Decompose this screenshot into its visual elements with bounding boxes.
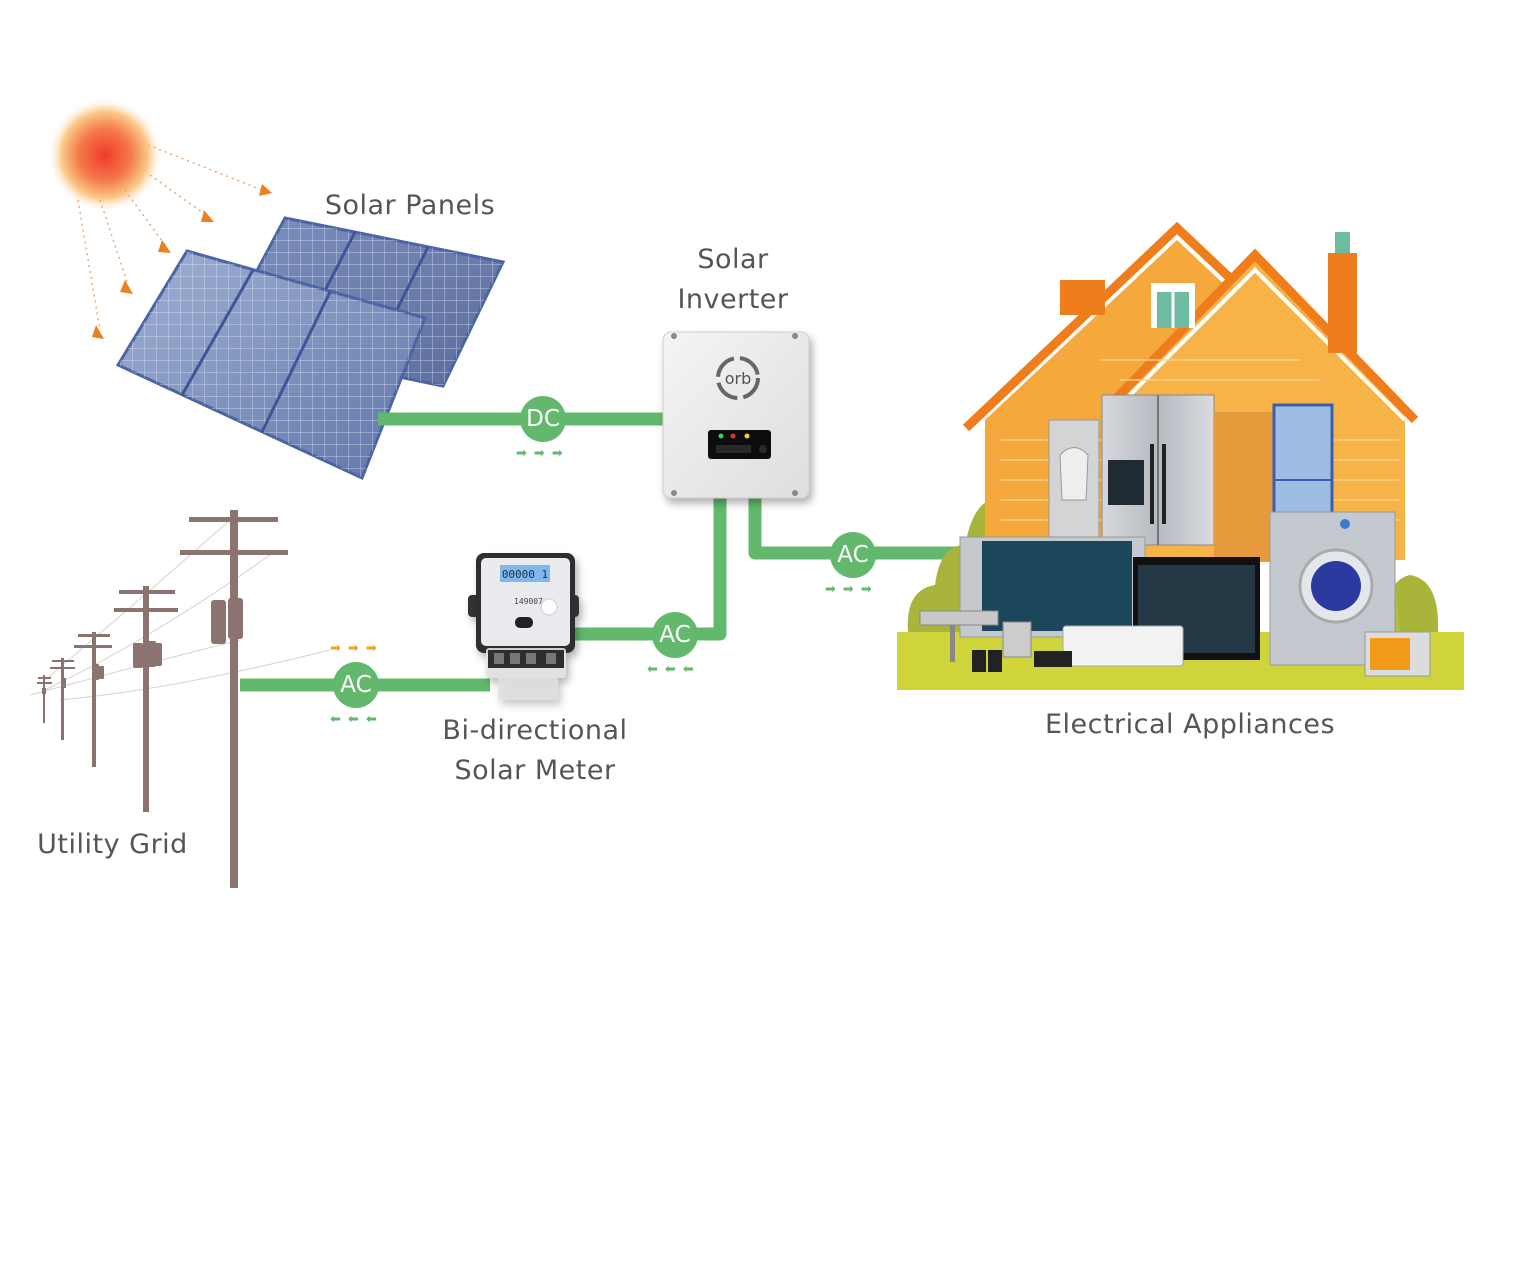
arrow-right-icon: ➡ (516, 446, 527, 461)
meter-label-line2: Solar Meter (454, 755, 616, 786)
power-pole-icon (29, 510, 331, 888)
arrow-right-icon: ➡ (860, 582, 872, 597)
solar-inverter-label: Solar Inverter (633, 240, 833, 320)
dc-badge-text: DC (526, 406, 560, 432)
arrow-left-icon: ⬅ (347, 712, 359, 727)
ac-badge-appliances: AC (830, 532, 876, 578)
arrow-left-icon: ⬅ (647, 662, 658, 677)
svg-text:00000 1: 00000 1 (502, 568, 548, 581)
sun-icon (47, 97, 163, 213)
wire-ac-inverter-appliances (748, 498, 960, 560)
ray-arrowheads (92, 184, 272, 339)
arrow-left-icon: ⬅ (330, 712, 341, 727)
ac-badge-text: AC (837, 542, 869, 568)
inverter-icon (662, 331, 810, 499)
utility-grid-label: Utility Grid (37, 829, 188, 860)
solar-inverter-label-line2: Inverter (677, 284, 789, 315)
house-appliances-icon (897, 221, 1464, 690)
inverter-brand-logo: orb (725, 369, 752, 388)
meter-label-line1: Bi-directional (442, 715, 628, 746)
ac-badge-text: AC (340, 672, 372, 698)
ac-badge-text: AC (659, 622, 691, 648)
energy-meter-icon: 00000 1 149007 (468, 553, 579, 700)
arrow-right-icon: ➡ (365, 641, 377, 656)
wire-ac-meter-inverter (575, 498, 727, 641)
dc-flow-arrows: ➡ ➡ ➡ (516, 447, 563, 461)
arrow-right-icon: ➡ (825, 582, 836, 597)
solar-inverter-label-line1: Solar (697, 244, 769, 275)
electrical-appliances-label: Electrical Appliances (1044, 709, 1336, 740)
solar-panel-icon (115, 216, 506, 481)
solar-panels-label: Solar Panels (324, 190, 496, 221)
arrow-left-icon: ⬅ (365, 712, 377, 727)
ac-badge-grid: AC (333, 662, 379, 708)
ac-grid-import-arrows: ⬅ ⬅ ⬅ (330, 713, 377, 727)
ac-badge-meter-inverter: AC (652, 612, 698, 658)
ac-grid-export-arrows: ➡ ➡ ➡ (330, 642, 377, 656)
arrow-right-icon: ➡ (842, 582, 854, 597)
ac-meter-flow-arrows: ⬅ ⬅ ⬅ (647, 663, 694, 677)
arrow-left-icon: ⬅ (682, 662, 694, 677)
svg-text:149007: 149007 (514, 597, 543, 606)
arrow-right-icon: ➡ (330, 641, 341, 656)
dc-badge: DC (520, 396, 566, 442)
ac-appliances-flow-arrows: ➡ ➡ ➡ (825, 583, 872, 597)
arrow-right-icon: ➡ (533, 446, 545, 461)
arrow-right-icon: ➡ (347, 641, 359, 656)
meter-label: Bi-directional Solar Meter (415, 711, 655, 791)
sun-rays (77, 144, 263, 331)
arrow-right-icon: ➡ (551, 446, 563, 461)
arrow-left-icon: ⬅ (664, 662, 676, 677)
